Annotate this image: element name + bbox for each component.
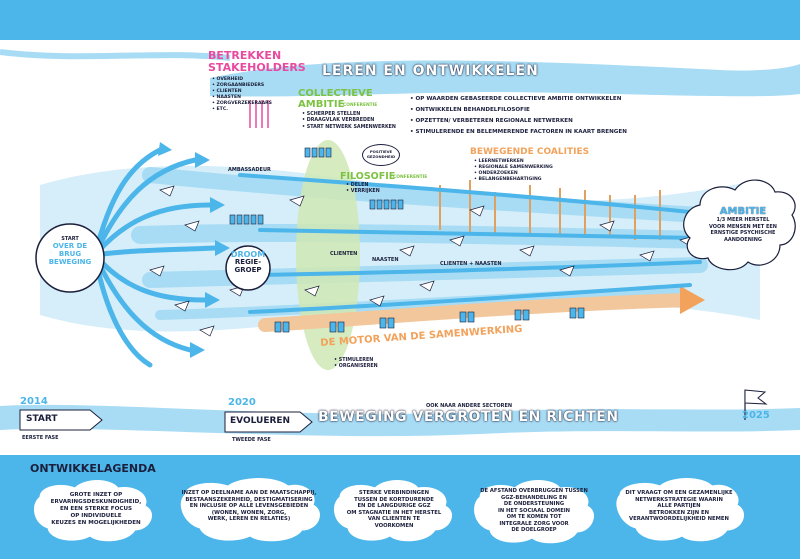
stakeholder-item: ZORGAANBIEDERS	[212, 83, 272, 89]
coalition-item: REGIONALE SAMENWERKING	[474, 165, 553, 171]
start-circle-line3: BRUG	[58, 250, 82, 258]
timeline-movement: BEWEGING VERGROTEN EN RICHTEN	[318, 409, 619, 425]
clients-relatives-label: CLIENTEN + NAASTEN	[440, 261, 502, 267]
year-2014: 2014	[20, 396, 48, 407]
top-band	[0, 0, 800, 40]
ambition-cloud-title: AMBITIE	[719, 206, 767, 217]
agenda-cloud-4: DE AFSTAND OVERBRUGGEN TUSSEN GGZ-BEHAND…	[480, 488, 588, 533]
timeline-sectors: OOK NAAR ANDERE SECTOREN	[426, 403, 513, 409]
motor-item: STIMULEREN	[334, 358, 378, 364]
year-2025: 2025	[742, 410, 770, 421]
dream-group-line3: GROEP	[234, 265, 262, 274]
agenda-cloud-3: STERKE VERBINDINGEN TUSSEN DE KORTDUREND…	[346, 490, 442, 530]
start-circle: START OVER DE BRUG BEWEGING	[36, 236, 104, 266]
ambition-item: START NETWERK SAMENWERKEN	[302, 125, 396, 131]
positive-health-text: POSITIEVE GEZONDHEID	[366, 149, 396, 159]
agenda-cloud-2: INZET OP DEELNAME AAN DE MAATSCHAPPIJ, B…	[181, 490, 317, 523]
stakeholder-item: ZORGVERZEKERAARS	[212, 101, 272, 107]
collective-ambition-title-line1: COLLECTIEVE	[298, 88, 373, 99]
year-2020: 2020	[228, 397, 256, 408]
collective-ambition-tag: CONFERENTIE	[343, 103, 378, 108]
timeline-evolve-label: EVOLUEREN	[230, 416, 291, 426]
coalition-item: ONDERZOEKEN	[474, 171, 553, 177]
collective-ambition-title-line2: AMBITIE	[298, 99, 345, 110]
header-bullet: STIMULERENDE EN BELEMMERENDE FACTOREN IN…	[410, 127, 627, 138]
agenda-title: ONTWIKKELAGENDA	[30, 462, 156, 475]
ambition-cloud-text: 1/3 MEER HERSTEL VOOR MENSEN MET EEN ERN…	[709, 217, 777, 243]
positive-health-bubble: POSITIEVE GEZONDHEID	[362, 144, 400, 166]
dream-group-line2: REGIE-	[234, 258, 262, 267]
coalitions-title: BEWEGENDE COALITIES	[470, 147, 590, 157]
collective-ambition-list: SCHERPER STELLEN DRAAGVLAK VERBREDEN STA…	[302, 112, 396, 131]
start-circle-line4: BEWEGING	[48, 258, 92, 266]
agenda-cloud-5: DIT VRAAGT OM EEN GEZAMENLIJKE NETWERKST…	[625, 490, 733, 523]
timeline-start-label: START	[26, 414, 58, 424]
header-bullet: OPZETTEN/ VERBETEREN REGIONALE NETWERKEN	[410, 116, 627, 127]
coalitions-list: LEERNETWERKEN REGIONALE SAMENWERKING OND…	[474, 159, 553, 183]
stakeholder-item: CLIENTEN	[212, 89, 272, 95]
philosophy-tag: CONFERENTIE	[393, 175, 428, 180]
stakeholder-item: OVERHEID	[212, 77, 272, 83]
motor-list: STIMULEREN ORGANISEREN	[334, 358, 378, 371]
dream-group-line1: DROOM	[230, 250, 266, 259]
ambition-item: DRAAGVLAK VERBREDEN	[302, 118, 396, 124]
stakeholders-title-line2: STAKEHOLDERS	[208, 61, 306, 74]
dream-group: DROOM REGIE- GROEP	[226, 250, 270, 274]
relatives-label: NAASTEN	[372, 257, 399, 263]
philosophy-item: DELEN	[346, 183, 380, 189]
header-bullets: OP WAARDEN GEBASEERDE COLLECTIEVE AMBITI…	[410, 94, 627, 138]
philosophy-list: DELEN VERRIJKEN	[346, 183, 380, 196]
coalition-item: BELANGENBEHARTIGING	[474, 177, 553, 183]
agenda-cloud-1: GROTE INZET OP ERVARINGSDESKUNDIGHEID, E…	[50, 492, 142, 526]
header-title: LEREN EN ONTWIKKELEN	[322, 63, 539, 79]
timeline-start-sub: EERSTE FASE	[22, 435, 59, 441]
ambassador-label: AMBASSADEUR	[228, 167, 271, 173]
motor-item: ORGANISEREN	[334, 364, 378, 370]
philosophy-title: FILOSOFIE	[340, 171, 396, 182]
coalition-item: LEERNETWERKEN	[474, 159, 553, 165]
timeline-evolve-sub: TWEEDE FASE	[232, 437, 271, 443]
start-circle-line2: OVER DE	[52, 242, 88, 250]
stakeholders-list: OVERHEID ZORGAANBIEDERS CLIENTEN NAASTEN…	[212, 77, 272, 113]
ambition-cloud: AMBITIE 1/3 MEER HERSTEL VOOR MENSEN MET…	[698, 206, 788, 243]
stakeholder-item: NAASTEN	[212, 95, 272, 101]
start-circle-line1: START	[61, 236, 79, 242]
stakeholder-item: ETC.	[212, 107, 272, 113]
header-bullet: OP WAARDEN GEBASEERDE COLLECTIEVE AMBITI…	[410, 94, 627, 105]
clients-label: CLIENTEN	[330, 251, 358, 257]
stakeholders-title-line1: BETREKKEN	[208, 49, 282, 62]
philosophy-item: VERRIJKEN	[346, 189, 380, 195]
ambition-item: SCHERPER STELLEN	[302, 112, 396, 118]
header-bullet: ONTWIKKELEN BEHANDELFILOSOFIE	[410, 105, 627, 116]
